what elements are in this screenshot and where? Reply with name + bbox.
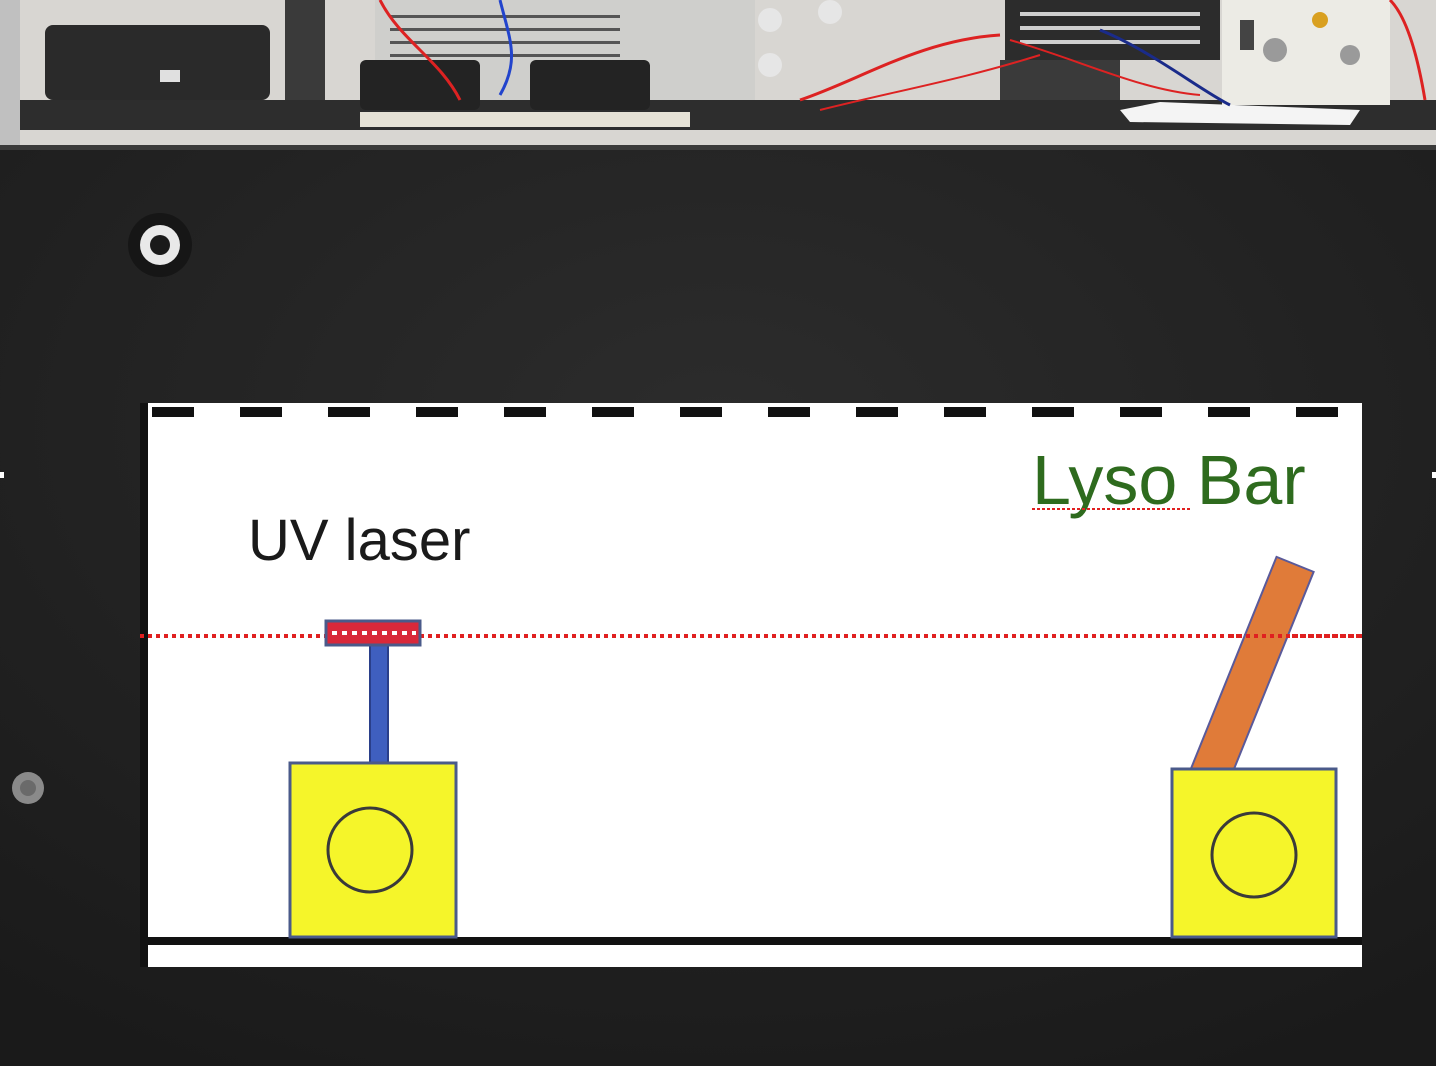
panel-left-border bbox=[140, 403, 148, 967]
lyso-bar-label: Lyso Bar bbox=[1032, 441, 1306, 519]
lab-bench-photo bbox=[0, 0, 1436, 160]
knob bbox=[758, 53, 782, 77]
signal-generator bbox=[1222, 0, 1390, 105]
stage-dial-left bbox=[326, 806, 414, 894]
fan-unit-left bbox=[45, 25, 270, 100]
stage-dial-right bbox=[1210, 811, 1298, 899]
uv-laser-label: UV laser bbox=[248, 508, 470, 573]
laser-post bbox=[369, 638, 389, 768]
lyso-bar bbox=[1189, 555, 1315, 787]
knob bbox=[818, 0, 842, 24]
rotation-stage-left bbox=[288, 761, 458, 939]
knob bbox=[758, 8, 782, 32]
rotation-stage-right bbox=[1170, 767, 1338, 939]
fan-unit-small bbox=[530, 60, 650, 110]
schematic-svg: UV laser Lyso Bar bbox=[140, 403, 1362, 967]
schematic-diagram: UV laser Lyso Bar bbox=[140, 403, 1362, 967]
rail bbox=[140, 937, 1362, 945]
